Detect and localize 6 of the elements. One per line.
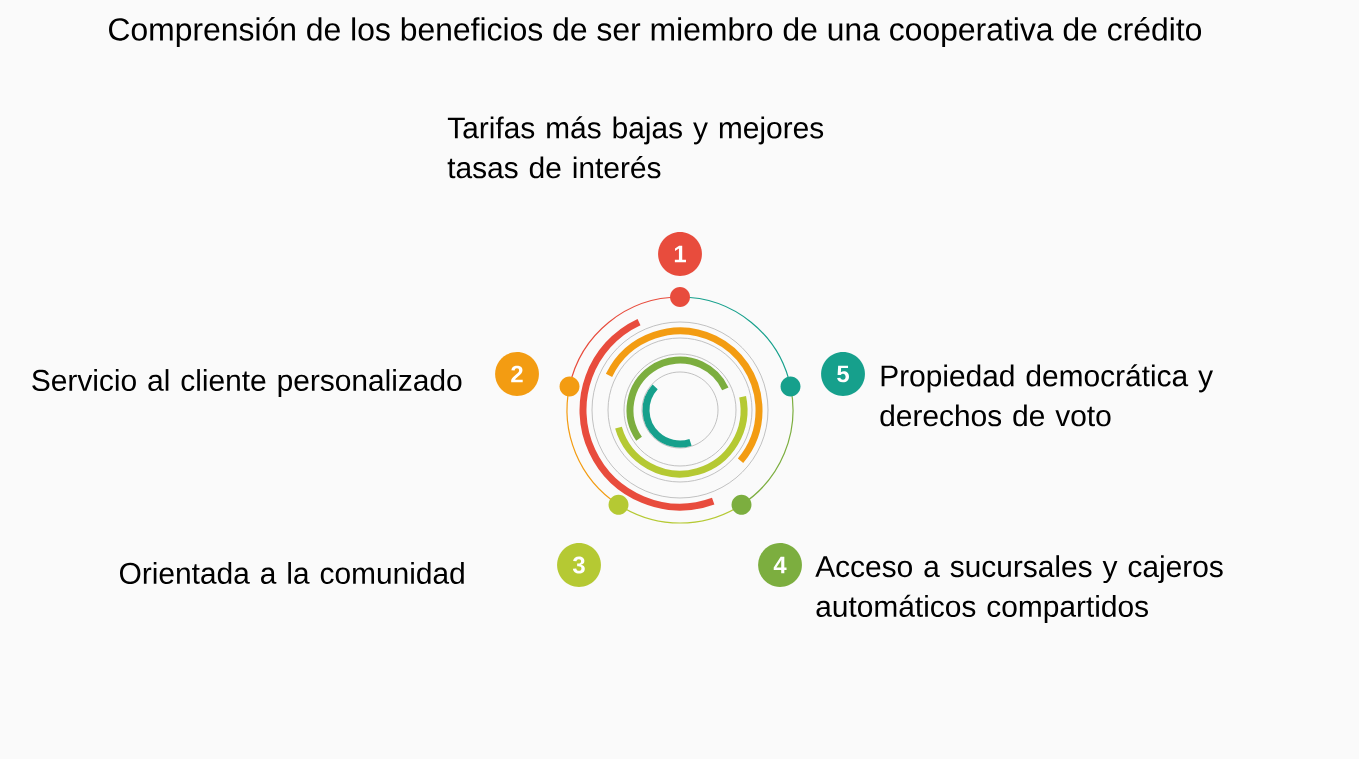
node-label: Orientada a la comunidad <box>120 562 464 584</box>
node-label: Tarifas más bajas y mejores tasas de interés <box>447 116 824 179</box>
node-label: Acceso a sucursales y cajeros automáticos compartidos <box>815 555 1223 623</box>
node-label: Servicio al cliente personalizado <box>32 369 462 397</box>
title: Comprensión de los beneficios de ser miembro de una cooperativa de crédito <box>109 16 1202 48</box>
node-label: Propiedad democrática y derechos de voto <box>880 364 1213 427</box>
